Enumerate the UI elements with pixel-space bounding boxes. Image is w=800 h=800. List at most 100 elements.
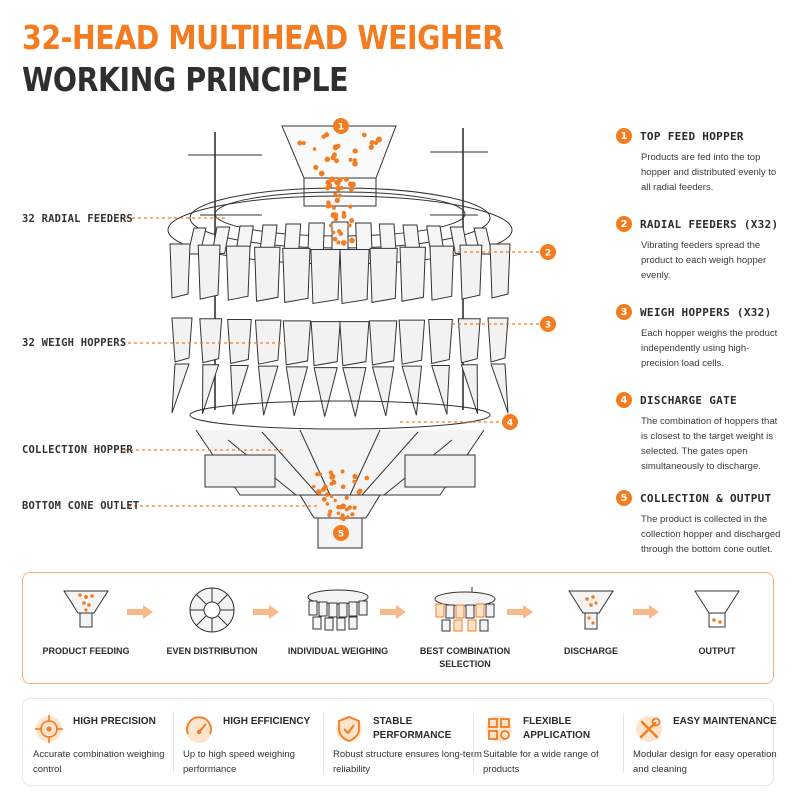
collection-structure — [189, 400, 491, 549]
feature-description: Accurate combination weighing control — [33, 749, 165, 775]
feed-hopper-icon — [63, 590, 109, 628]
feature-divider — [173, 713, 174, 773]
weigh-hopper — [310, 321, 341, 367]
discharge-chute — [371, 366, 395, 417]
step-description: Each hopper weighs the product independe… — [641, 328, 778, 369]
process-flow: PRODUCT FEEDING EVEN DISTRIBUTION INDIVI… — [22, 572, 774, 684]
tools-icon — [636, 716, 662, 742]
product-particle — [350, 512, 355, 517]
weigh-hopper — [254, 246, 281, 302]
product-particle — [318, 472, 323, 477]
product-particle — [345, 515, 350, 520]
product-particle — [352, 158, 357, 162]
product-particle — [327, 512, 332, 518]
feature-description: Up to high speed weighing performance — [183, 749, 295, 775]
svg-text:3: 3 — [545, 321, 551, 331]
weigh-hopper — [254, 319, 282, 365]
product-particle — [335, 185, 342, 192]
callout-badges: 1 2 3 4 5 — [333, 118, 556, 541]
discharge-chute — [460, 364, 478, 414]
feature-title: EASY MAINTENANCE — [673, 716, 777, 727]
step-number-badge: 5 — [616, 490, 632, 506]
step-number-badge: 1 — [616, 128, 632, 144]
discharge-chute — [257, 365, 279, 416]
discharge-icon — [568, 590, 614, 630]
product-particle — [352, 160, 358, 167]
weigh-hopper — [398, 319, 426, 365]
weigh-hopper — [282, 320, 312, 366]
feature-divider — [323, 713, 324, 773]
product-particle — [335, 143, 341, 149]
product-particle — [332, 212, 339, 219]
product-particle — [329, 494, 334, 499]
leader-lines — [120, 217, 542, 507]
product-particle — [330, 155, 336, 161]
discharge-chute — [342, 367, 367, 417]
weigh-hopper — [399, 246, 426, 302]
weigh-hopper — [457, 318, 481, 364]
product-particle — [368, 144, 374, 150]
label-weigh-hoppers: 32 WEIGH HOPPERS — [22, 337, 127, 349]
product-particle — [344, 495, 349, 500]
callout-5: 5 — [333, 525, 349, 541]
svg-text:4: 4 — [507, 419, 513, 429]
weigh-hopper — [369, 247, 398, 303]
product-particle — [350, 181, 356, 188]
product-particle — [322, 484, 328, 490]
radial-feeder — [283, 223, 302, 252]
product-particle — [316, 489, 322, 495]
output-cone-icon — [694, 590, 740, 628]
weigh-hopper-row-lower — [171, 317, 509, 417]
process-step-discharge: DISCHARGE — [531, 585, 651, 658]
step-description: Products are fed into the top hopper and… — [641, 152, 777, 193]
product-particle — [364, 475, 370, 481]
weigh-hopper — [227, 318, 252, 365]
weigh-hopper — [199, 318, 223, 364]
product-particle — [340, 240, 347, 246]
feature-title: HIGH PRECISION — [73, 716, 156, 727]
radial-feeder — [378, 223, 397, 252]
arrow-right-icon — [253, 605, 279, 619]
product-particle — [348, 204, 353, 209]
product-particle — [297, 140, 303, 146]
discharge-chute — [202, 364, 220, 414]
discharge-chute — [285, 366, 309, 417]
product-particle — [312, 484, 316, 489]
product-particle — [352, 148, 358, 154]
product-particle — [328, 509, 333, 514]
product-particle — [331, 230, 336, 235]
discharge-chute — [313, 367, 338, 417]
product-particle — [349, 218, 355, 224]
process-step-combination: BEST COMBINATION SELECTION — [405, 585, 525, 671]
step-title: DISCHARGE GATE — [640, 393, 737, 407]
feature-title: FLEXIBLE APPLICATION — [523, 716, 591, 741]
product-particle — [347, 505, 352, 510]
feature-divider — [473, 713, 474, 773]
product-particle — [340, 469, 345, 474]
product-particle — [326, 200, 331, 205]
feature-description: Suitable for a wide range of products — [483, 749, 599, 775]
label-collection-hopper: COLLECTION HOPPER — [22, 444, 133, 456]
weigh-hopper — [487, 317, 509, 363]
product-particles — [297, 132, 382, 522]
product-particle — [333, 192, 338, 197]
page-subtitle: WORKING PRINCIPLE — [22, 60, 349, 99]
weigh-hopper — [459, 244, 483, 300]
process-step-label: DISCHARGE — [563, 646, 618, 656]
combination-icon — [434, 587, 496, 632]
product-particle — [331, 479, 335, 483]
product-particle — [337, 177, 343, 183]
crosshair-icon — [35, 715, 63, 743]
page-title: 32-HEAD MULTIHEAD WEIGHER — [22, 18, 504, 57]
product-particle — [336, 511, 341, 515]
step-description: The combination of hoppers that is close… — [641, 416, 778, 472]
speedometer-icon — [186, 716, 212, 743]
arrow-right-icon — [127, 605, 153, 619]
callout-1: 1 — [333, 118, 349, 134]
callout-4: 4 — [502, 414, 518, 430]
process-step-distribution: EVEN DISTRIBUTION — [152, 585, 272, 658]
product-particle — [357, 488, 363, 494]
weigh-hopper — [171, 317, 193, 363]
